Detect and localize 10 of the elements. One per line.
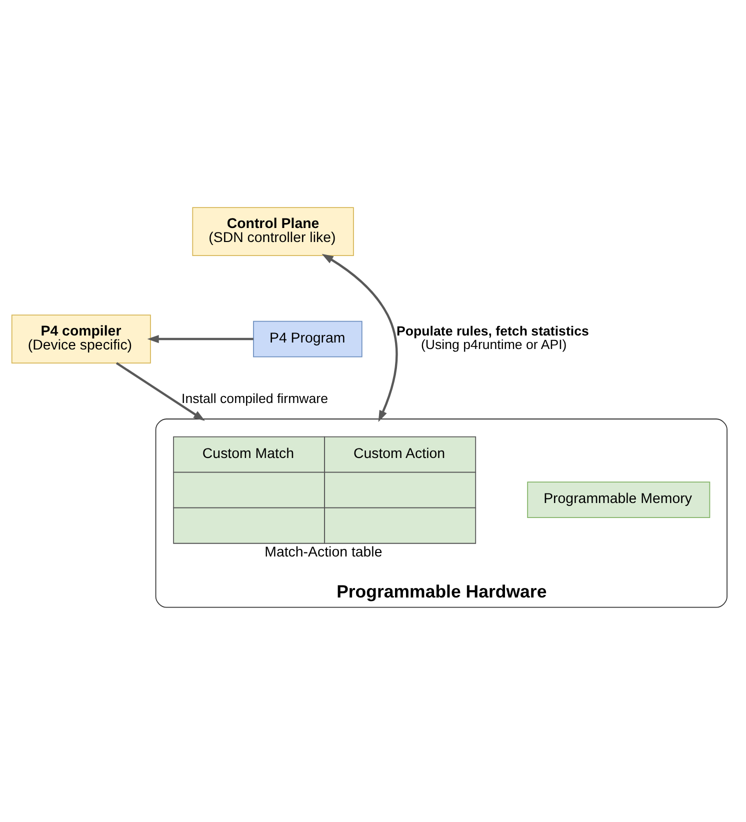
node-box: Programmable Memory — [527, 482, 710, 518]
arrow — [322, 254, 398, 422]
node-box: P4 compiler (Device specific) — [11, 314, 151, 364]
node-label: Match-Action table — [264, 544, 382, 561]
node-box: Control Plane (SDN controller like) — [192, 207, 354, 256]
edge-label: Install compiled firmware — [182, 391, 328, 406]
arrow — [147, 334, 254, 344]
edge-label: Populate rules, fetch statistics (Using p4runtime or API) — [396, 323, 589, 352]
node-box: P4 Program — [253, 320, 362, 358]
arrow — [116, 362, 206, 421]
